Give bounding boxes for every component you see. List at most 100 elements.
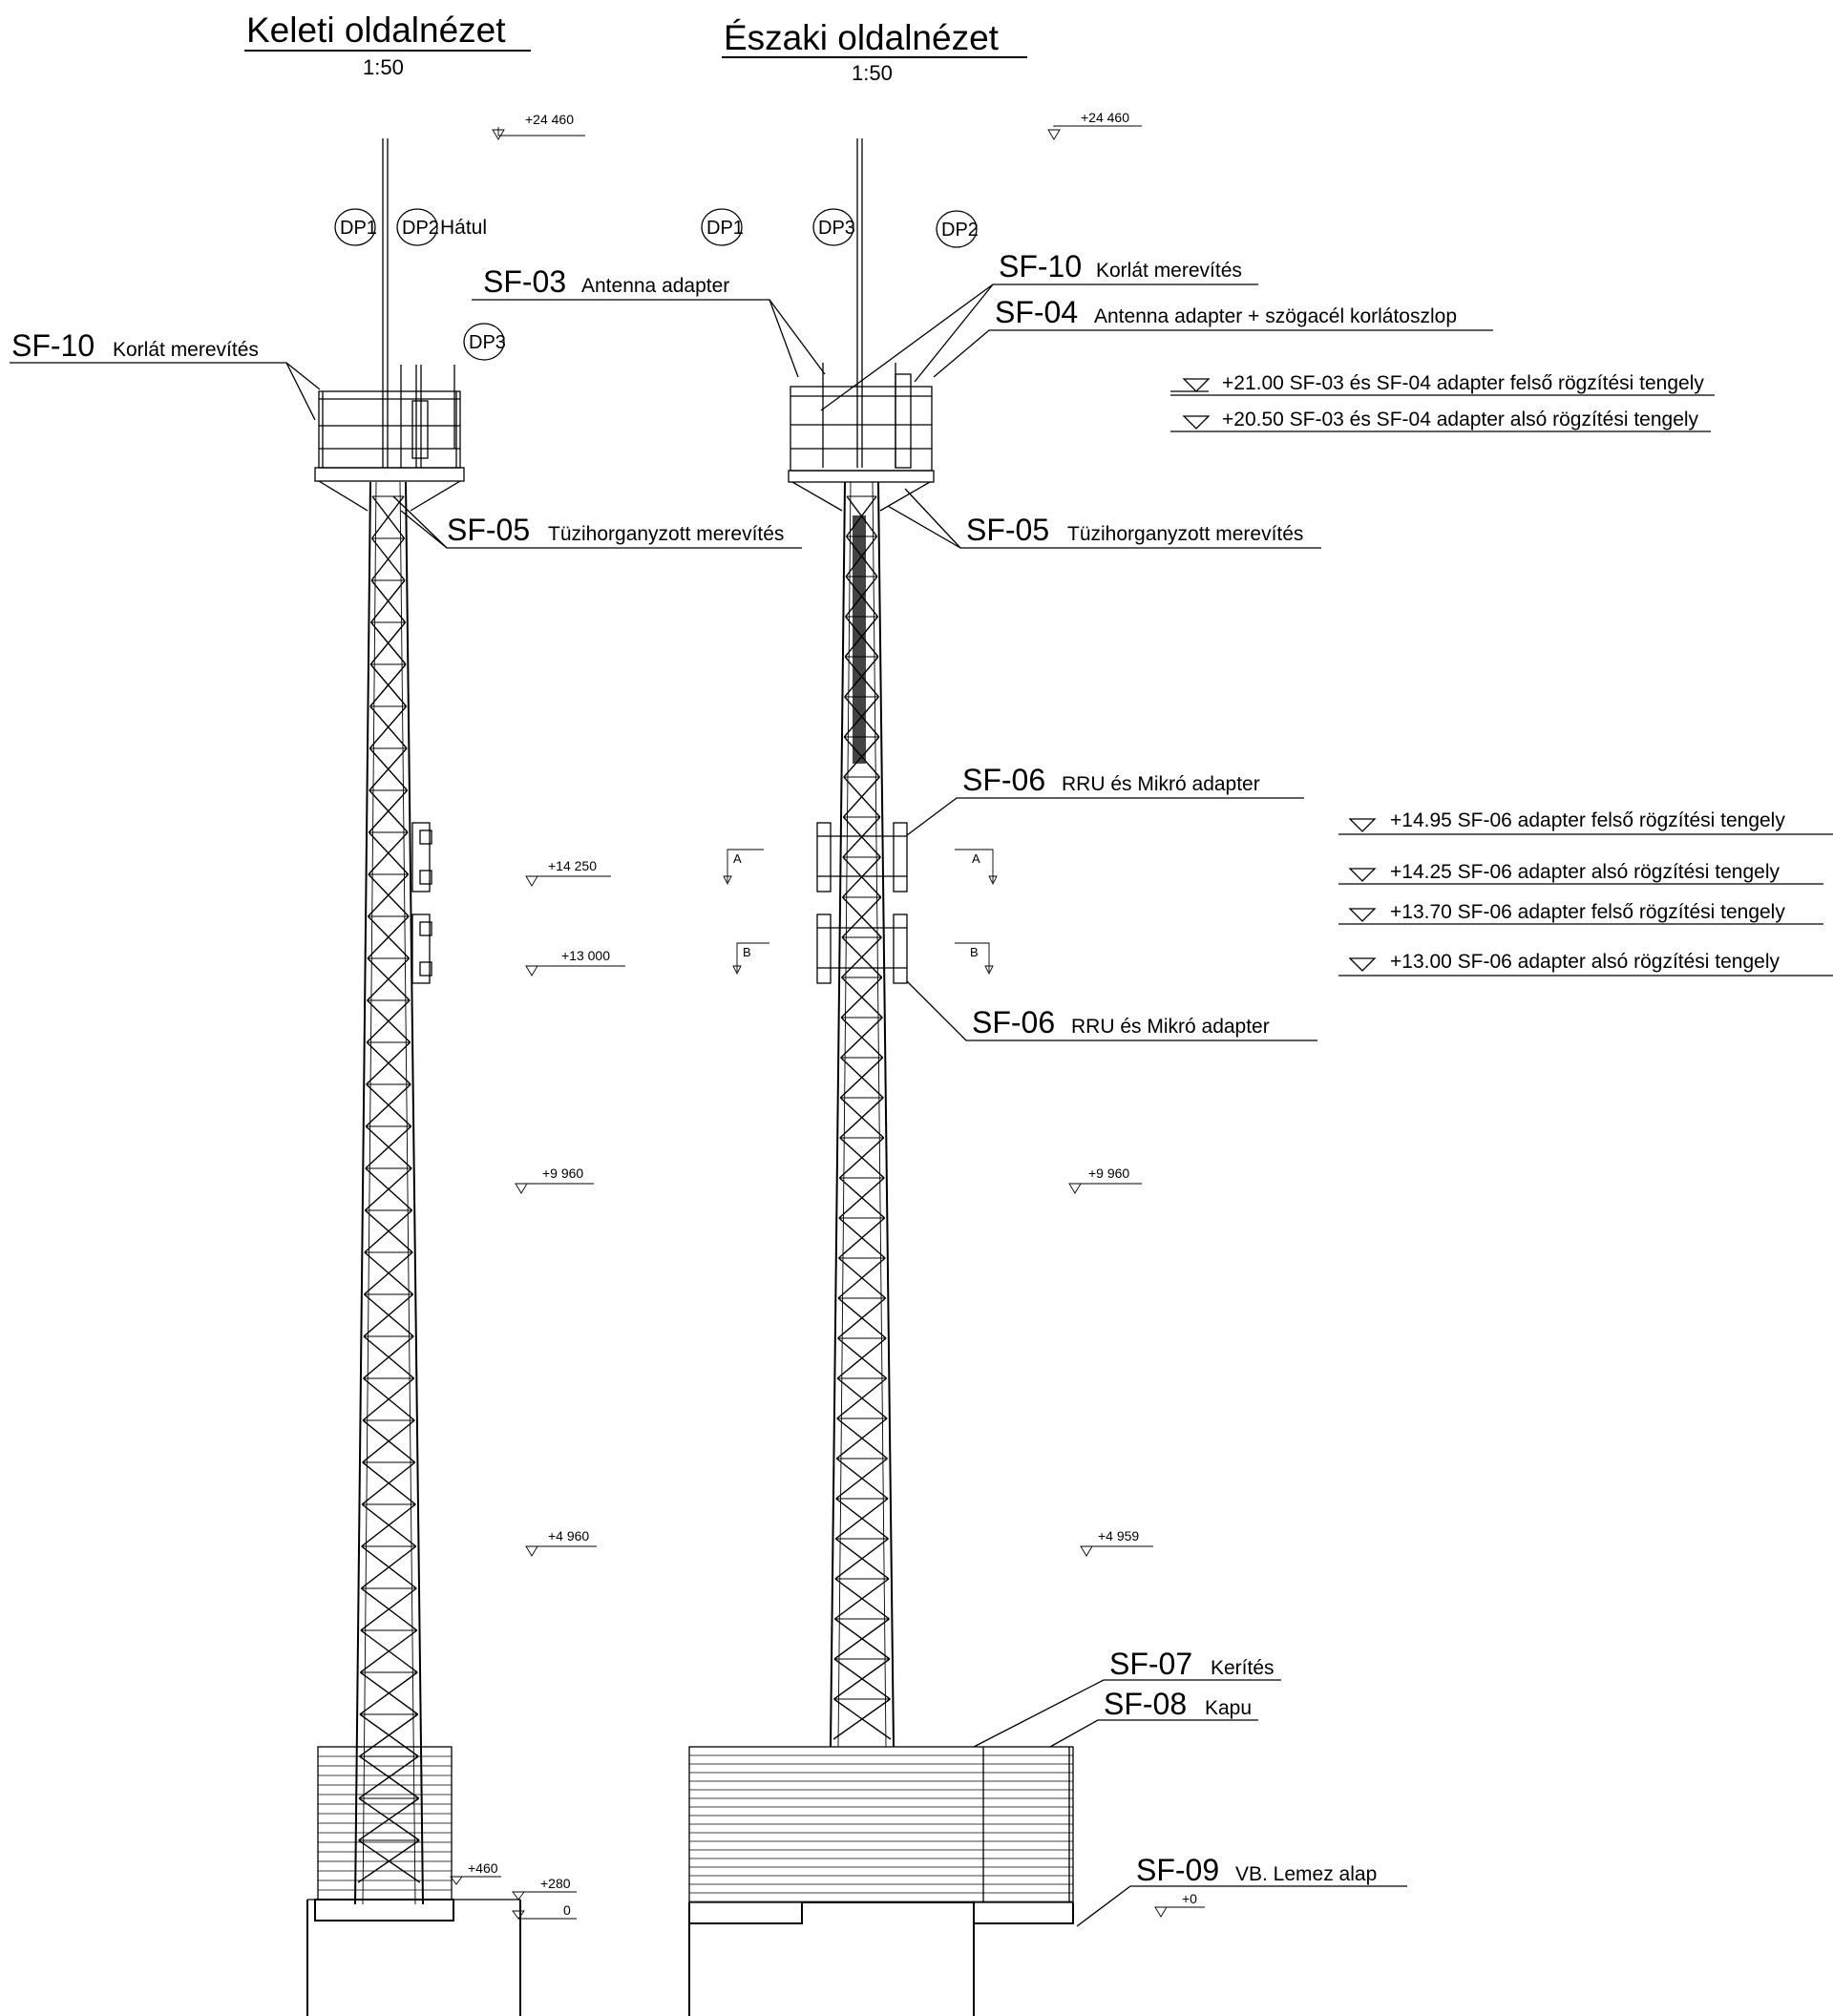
dp-label: DP3 [818, 218, 855, 239]
callout-sf08: SF-08 Kapu [1049, 1687, 1258, 1748]
callout-sf10-north: SF-10 Korlát merevítés [820, 249, 1258, 411]
callout-text: RRU és Mikró adapter [1071, 1016, 1270, 1038]
svg-text:A: A [972, 851, 980, 866]
elevation-mark: +9 960 [515, 1166, 594, 1194]
section-mark: B [955, 942, 994, 976]
dp-label: DP2 [941, 220, 979, 241]
elevation-mark: 0 [512, 1902, 577, 1920]
svg-text:B: B [970, 945, 979, 959]
north-rru-adapters [816, 822, 908, 984]
north-platform-railing [788, 373, 935, 512]
level-note: +13.00 SF-06 adapter alsó rögzítési teng… [1338, 951, 1833, 976]
dp-label: DP2 [402, 218, 439, 239]
dp-bubble [396, 208, 438, 246]
callout-sf06-top: SF-06 RRU és Mikró adapter [906, 763, 1304, 836]
callout-sf05-north: SF-05 Tüzihorganyzott merevítés [887, 488, 1321, 549]
east-lattice-shaft [354, 481, 424, 1905]
east-view-title-block: Keleti oldalnézet 1:50 [244, 10, 531, 79]
section-marks: A A B B [723, 849, 998, 976]
callout-text: Kapu [1205, 1697, 1252, 1719]
elevation-mark: +24 460 [492, 112, 585, 140]
elevation-mark: +4 960 [525, 1528, 597, 1557]
north-view-scale: 1:50 [852, 61, 893, 85]
east-view-scale: 1:50 [363, 55, 404, 79]
callout-code: SF-10 [999, 249, 1082, 284]
callout-sf04: SF-04 Antenna adapter + szögacél korláto… [933, 295, 1493, 378]
section-mark: A [723, 849, 764, 886]
callout-code: SF-06 [972, 1005, 1055, 1040]
elevation-mark: +460 [450, 1860, 501, 1885]
callout-sf07: SF-07 Kerítés [973, 1647, 1281, 1748]
east-foundation [306, 1899, 521, 2016]
svg-text:+460: +460 [468, 1860, 498, 1876]
elevation-mark: +24 460 [1047, 110, 1142, 140]
svg-text:+0: +0 [1182, 1891, 1197, 1906]
callout-code: SF-08 [1104, 1687, 1187, 1721]
dp-label: DP1 [706, 218, 744, 239]
callout-sf03: SF-03 Antenna adapter [472, 264, 826, 378]
elevation-mark: +9 960 [1068, 1166, 1142, 1194]
callout-text: VB. Lemez alap [1235, 1863, 1377, 1885]
svg-text:+9 960: +9 960 [542, 1166, 583, 1181]
svg-text:+14 250: +14 250 [548, 858, 597, 873]
level-note-text: +21.00 SF-03 és SF-04 adapter felső rögz… [1222, 372, 1704, 394]
svg-text:B: B [743, 945, 751, 959]
east-elevation-marks: +24 460 +14 250 +13 000 +9 960 +4 960 +4… [450, 112, 625, 1920]
east-fence [317, 1746, 453, 1900]
callout-text: Kerítés [1211, 1657, 1275, 1679]
elevation-mark: +4 959 [1080, 1528, 1153, 1557]
dp-bubble [463, 323, 505, 361]
callout-sf10-east: SF-10 Korlát merevítés [10, 328, 321, 421]
dp-bubble [334, 208, 376, 246]
callout-code: SF-04 [995, 295, 1078, 329]
level-note: +13.70 SF-06 adapter felső rögzítési ten… [1338, 901, 1823, 925]
north-view-title: Északi oldalnézet [724, 18, 1000, 57]
east-view-title: Keleti oldalnézet [246, 10, 506, 50]
callout-code: SF-05 [447, 513, 530, 547]
level-note-text: +13.00 SF-06 adapter alsó rögzítési teng… [1390, 951, 1780, 973]
level-note: +14.95 SF-06 adapter felső rögzítési ten… [1338, 809, 1833, 835]
svg-text:A: A [733, 851, 742, 866]
dp-note: Hátul [440, 217, 487, 239]
north-fence [688, 1746, 1074, 1903]
callout-text: RRU és Mikró adapter [1062, 773, 1260, 795]
east-tower [306, 138, 521, 2016]
dp-bubble [701, 208, 743, 246]
callout-sf05-east: SF-05 Tüzihorganyzott merevítés [392, 495, 802, 549]
callout-sf06-bottom: SF-06 RRU és Mikró adapter [906, 980, 1317, 1041]
level-note-text: +20.50 SF-03 és SF-04 adapter alsó rögzí… [1222, 409, 1699, 430]
callout-code: SF-10 [11, 328, 95, 363]
svg-text:+9 960: +9 960 [1088, 1166, 1129, 1181]
dp-label: DP3 [469, 332, 506, 353]
callout-code: SF-07 [1109, 1647, 1192, 1681]
north-lattice-shaft [830, 481, 895, 1748]
callout-text: Korlát merevítés [1096, 260, 1242, 282]
north-elevation-marks: +24 460 +9 960 +4 959 +0 [1047, 110, 1205, 1918]
callout-code: SF-03 [483, 264, 566, 299]
north-foundation [688, 1901, 1074, 2016]
svg-text:+4 959: +4 959 [1098, 1528, 1139, 1544]
level-note: +20.50 SF-03 és SF-04 adapter alsó rögzí… [1170, 409, 1711, 432]
elevation-mark: +13 000 [525, 948, 625, 976]
elevation-mark: +0 [1154, 1891, 1205, 1918]
north-detail-points: DP1 DP3 DP2 [701, 208, 979, 248]
callout-sf09: SF-09 VB. Lemez alap [1076, 1853, 1407, 1927]
section-mark: A [955, 849, 998, 886]
north-view-title-block: Északi oldalnézet 1:50 [722, 18, 1027, 85]
svg-text:+4 960: +4 960 [548, 1528, 589, 1544]
dp-bubble [936, 210, 978, 248]
north-tower [688, 138, 1074, 2016]
level-note: +14.25 SF-06 adapter alsó rögzítési teng… [1338, 861, 1823, 885]
dp-bubble [812, 208, 854, 246]
dp-label: DP1 [340, 218, 377, 239]
callout-text: Antenna adapter [581, 275, 729, 297]
level-notes: +21.00 SF-03 és SF-04 adapter felső rögz… [1170, 372, 1833, 976]
callout-code: SF-06 [962, 763, 1045, 797]
svg-text:+13 000: +13 000 [561, 948, 610, 963]
callout-text: Antenna adapter + szögacél korlátoszlop [1094, 305, 1457, 327]
east-detail-points: DP1 DP2 Hátul DP3 [334, 208, 506, 361]
svg-text:+24 460: +24 460 [1081, 110, 1129, 125]
callout-text: Korlát merevítés [113, 339, 259, 361]
level-note-text: +14.25 SF-06 adapter alsó rögzítési teng… [1390, 861, 1780, 883]
callout-code: SF-09 [1136, 1853, 1219, 1887]
